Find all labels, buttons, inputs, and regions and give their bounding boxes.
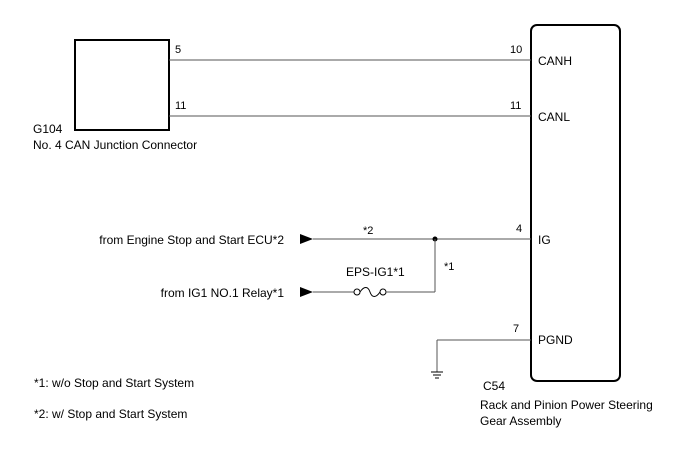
junction-connector-name: No. 4 CAN Junction Connector bbox=[33, 138, 197, 152]
fuse-icon bbox=[353, 287, 387, 297]
footnote-2: *2: w/ Stop and Start System bbox=[34, 407, 187, 421]
wire-note-star2: *2 bbox=[363, 225, 373, 237]
assembly-pin-canh-number: 10 bbox=[510, 44, 522, 56]
junction-connector-box bbox=[74, 39, 170, 131]
junction-pin-canl: 11 bbox=[175, 100, 186, 112]
assembly-pin-ig-name: IG bbox=[538, 233, 551, 247]
wire-note-star1: *1 bbox=[444, 261, 454, 273]
steering-assembly-code: C54 bbox=[483, 379, 505, 393]
junction-connector-code: G104 bbox=[33, 122, 63, 136]
input-arrow-icon bbox=[300, 287, 313, 297]
steering-assembly-box bbox=[530, 24, 621, 382]
ground-icon bbox=[431, 371, 443, 379]
input-engine-stop-start-label: from Engine Stop and Start ECU*2 bbox=[99, 233, 284, 247]
assembly-pin-canl-number: 11 bbox=[510, 100, 521, 112]
assembly-pin-pgnd-number: 7 bbox=[513, 323, 519, 335]
assembly-pin-ig-number: 4 bbox=[516, 223, 522, 235]
assembly-pin-canl-name: CANL bbox=[538, 110, 570, 124]
junction-pin-canh: 5 bbox=[175, 44, 181, 56]
input-ig1-relay-label: from IG1 NO.1 Relay*1 bbox=[161, 286, 285, 300]
input-arrow-icon bbox=[300, 234, 313, 244]
steering-assembly-name-line2: Gear Assembly bbox=[480, 414, 561, 428]
footnote-1: *1: w/o Stop and Start System bbox=[34, 376, 194, 390]
steering-assembly-name-line1: Rack and Pinion Power Steering bbox=[480, 398, 653, 412]
fuse-label: EPS-IG1*1 bbox=[346, 265, 405, 279]
assembly-pin-pgnd-name: PGND bbox=[538, 333, 573, 347]
assembly-pin-canh-name: CANH bbox=[538, 54, 572, 68]
